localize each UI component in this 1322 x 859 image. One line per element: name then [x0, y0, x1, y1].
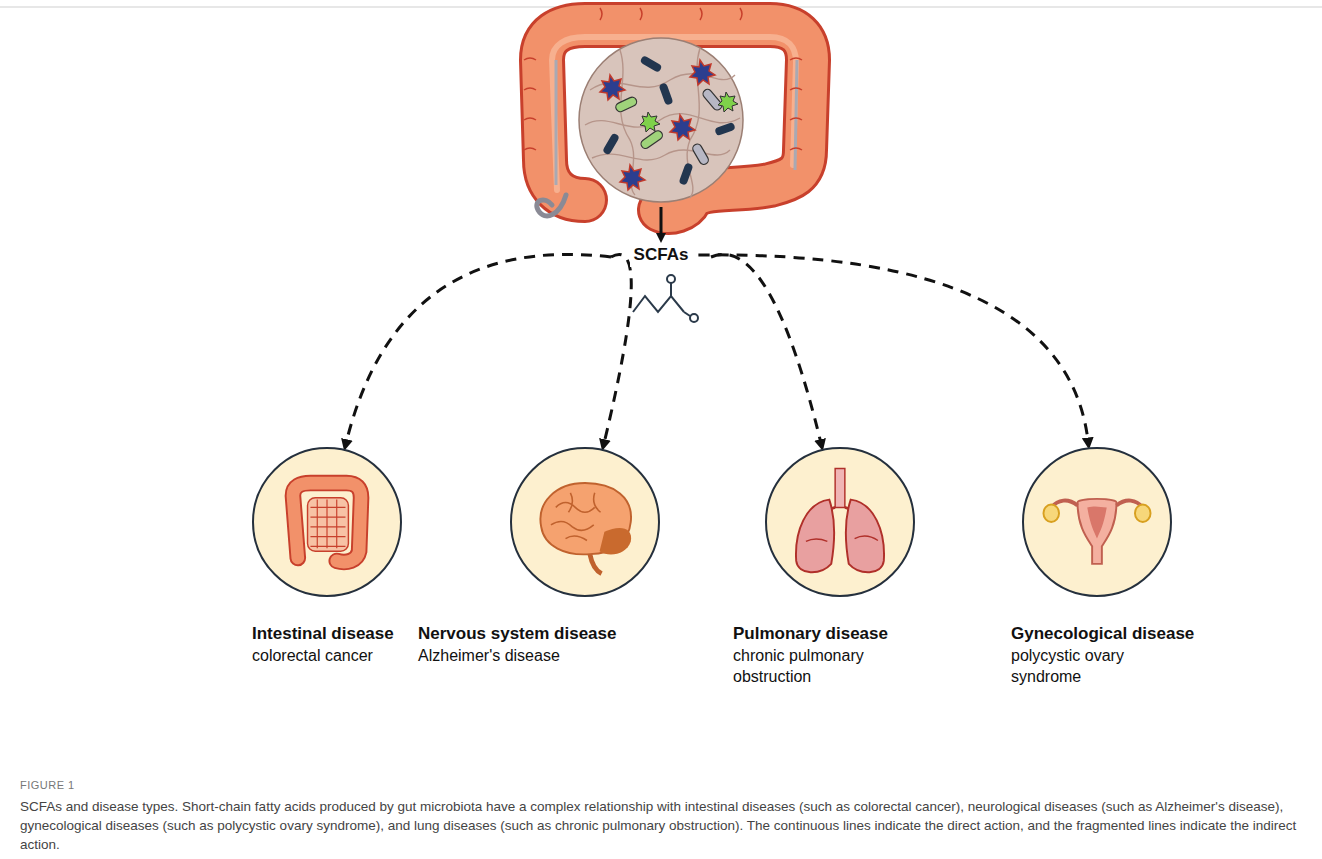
disease-title: Pulmonary disease: [733, 623, 893, 645]
text-block: Pulmonary diseasechronic pulmonary obstr…: [733, 447, 893, 687]
figure-number: FIGURE 1: [20, 779, 75, 791]
drawn-stroke: [835, 468, 845, 507]
drawn-stroke: [600, 8, 742, 20]
disease-example: Alzheimer's disease: [418, 645, 616, 666]
drawn-shape: [701, 88, 723, 112]
drawn-shape: [308, 498, 349, 552]
brain-icon: [512, 449, 658, 595]
drawn-stroke: [718, 92, 738, 112]
molecule: [633, 275, 698, 322]
drawn-stroke: [640, 112, 660, 132]
disease-node: Gynecological diseasepolycystic ovary sy…: [1011, 447, 1194, 687]
source-name: SCFAs: [630, 243, 693, 267]
drawn-stroke: [796, 500, 834, 573]
text-block: Nervous system diseaseAlzheimer's diseas…: [418, 447, 616, 666]
source-label: SCFAs: [630, 243, 693, 267]
disease-circle: [765, 447, 915, 597]
drawn-stroke: [524, 58, 536, 150]
drawn-shape: [678, 162, 693, 185]
disease-node: Intestinal diseasecolorectal cancer: [252, 447, 394, 666]
drawn-shape: [602, 132, 620, 155]
drawn-shape: [691, 142, 710, 166]
drawn-stroke: [1078, 499, 1117, 564]
drawn-stroke: [670, 283, 672, 296]
indirect-arrow: [698, 255, 1088, 444]
drawn-stroke: [633, 296, 684, 312]
drawn-stroke: [293, 483, 361, 562]
uterus-icon: [1024, 449, 1170, 595]
disease-example: colorectal cancer: [252, 645, 394, 666]
lungs-icon: [767, 449, 913, 595]
disease-example: chronic pulmonary obstruction: [733, 645, 893, 687]
drawn-stroke: [310, 500, 345, 549]
drawn-shape: [585, 48, 740, 198]
drawn-stroke: [600, 528, 632, 555]
drawn-stroke: [690, 60, 715, 85]
drawn-stroke: [1087, 507, 1106, 539]
drawn-stroke: [670, 115, 695, 140]
disease-example: polycystic ovary syndrome: [1011, 645, 1161, 687]
text-block: Intestinal diseasecolorectal cancer: [252, 447, 394, 666]
drawn-shape: [600, 55, 738, 190]
direct-arrow: [660, 207, 663, 238]
disease-circle: [1022, 447, 1172, 597]
drawn-stroke: [590, 554, 602, 573]
drawn-stroke: [620, 165, 645, 190]
drawn-stroke: [592, 150, 730, 160]
drawn-shape: [640, 92, 738, 132]
drawn-shape: [714, 122, 736, 136]
drawn-shape: [667, 275, 675, 283]
disease-node: Pulmonary diseasechronic pulmonary obstr…: [733, 447, 893, 687]
drawn-stroke: [542, 25, 808, 212]
drawn-stroke: [585, 114, 740, 128]
drawn-stroke: [540, 483, 631, 554]
drawn-stroke: [1051, 500, 1142, 507]
drawn-shape: [639, 55, 662, 73]
drawn-shape: [658, 82, 673, 105]
drawn-stroke: [551, 493, 601, 541]
indirect-arrow: [346, 254, 611, 445]
drawn-shape: [1135, 504, 1151, 522]
drawn-stroke: [806, 536, 878, 541]
drawn-shape: [579, 38, 743, 202]
drawn-shape: [639, 129, 664, 150]
drawn-stroke: [600, 75, 625, 100]
text-block: Gynecological diseasepolycystic ovary sy…: [1011, 447, 1194, 687]
drawn-stroke: [293, 483, 361, 562]
drawn-shape: [1043, 504, 1059, 522]
disease-node: Nervous system diseaseAlzheimer's diseas…: [418, 447, 616, 666]
disease-title: Gynecological disease: [1011, 623, 1194, 645]
disease-circle: [252, 447, 402, 597]
drawn-stroke: [684, 312, 690, 316]
drawn-stroke: [542, 25, 808, 212]
figure-caption: SCFAs and disease types. Short-chain fat…: [20, 797, 1305, 854]
drawn-stroke: [537, 195, 566, 216]
drawn-shape: [690, 314, 698, 322]
disease-circle: [510, 447, 660, 597]
drawn-stroke: [790, 58, 802, 150]
disease-title: Intestinal disease: [252, 623, 394, 645]
disease-title: Nervous system disease: [418, 623, 616, 645]
indirect-arrow: [604, 254, 632, 445]
drawn-shape: [600, 60, 715, 190]
intestine-icon: [254, 449, 400, 595]
indirect-arrow: [711, 254, 821, 445]
colon-illustration: [524, 8, 808, 238]
